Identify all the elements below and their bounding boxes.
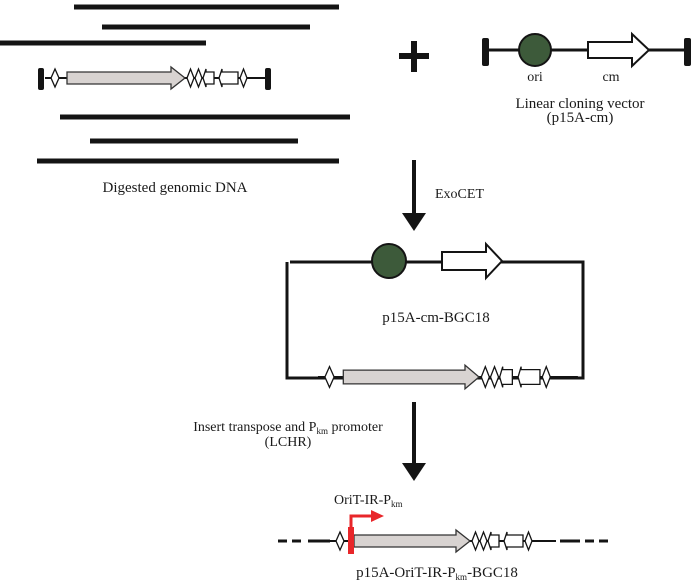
ori-label: ori [527,70,543,85]
gene-arrow-icon [335,530,345,552]
big-gene-arrow-icon [353,528,472,554]
cm-gene-arrow-icon [587,31,651,69]
down-arrow-icon [402,402,426,481]
vector-title: Linear cloning vector [515,96,644,112]
plus-icon [399,41,429,72]
gene-arrow-icon [471,530,480,552]
vector-right-cap [684,38,691,66]
vector-subtitle: (p15A-cm) [547,110,614,126]
gene-arrow-icon [479,530,488,552]
big-gene-arrow-icon [66,65,187,91]
gene-arrow-icon [503,531,524,551]
gene-arrow-icon [218,68,239,88]
final-construct-label: p15A-OriT-IR-Pkm-BGC18 [356,565,518,582]
gene-arrow-icon [499,366,513,388]
promoter-arrow-icon [348,510,384,554]
genomic-dna-label: Digested genomic DNA [103,180,248,196]
exocet-label: ExoCET [435,187,484,202]
plasmid-label: p15A-cm-BGC18 [382,310,490,326]
down-arrow-icon [402,160,426,231]
cm-gene-arrow-icon [441,241,504,281]
circular-plasmid [285,241,585,380]
genomic-dna-fragments [0,4,350,164]
gene-arrow-icon [487,531,500,551]
gene-arrow-icon [324,365,335,389]
gene-arrow-icon [480,364,491,390]
gene-arrow-icon [202,68,215,88]
bgc18-fragment [38,65,271,91]
lchr-step-label: Insert transpose and Pkm promoter [193,420,383,436]
gene-arrow-icon [239,67,248,89]
gene-arrow-icon [194,67,203,89]
big-gene-arrow-icon [342,363,481,391]
bgc18-insert [318,363,578,391]
gene-arrow-icon [50,67,60,89]
ori-circle-icon [371,243,407,279]
promoter-label: OriT-IR-Pkm [334,493,403,509]
gene-arrow-icon [524,530,533,552]
vector-left-cap [482,38,489,66]
ori-circle-icon [518,33,552,67]
fragment-end-cap [265,68,271,90]
bgc18-final [330,528,556,554]
gene-arrow-icon [541,364,551,390]
gene-arrow-icon [489,364,500,390]
lchr-label: (LCHR) [265,435,312,450]
cm-label: cm [602,70,619,85]
gene-arrow-icon [186,67,195,89]
linear-cloning-vector [482,31,691,69]
fragment-end-cap [38,68,44,90]
gene-arrow-icon [517,366,541,388]
